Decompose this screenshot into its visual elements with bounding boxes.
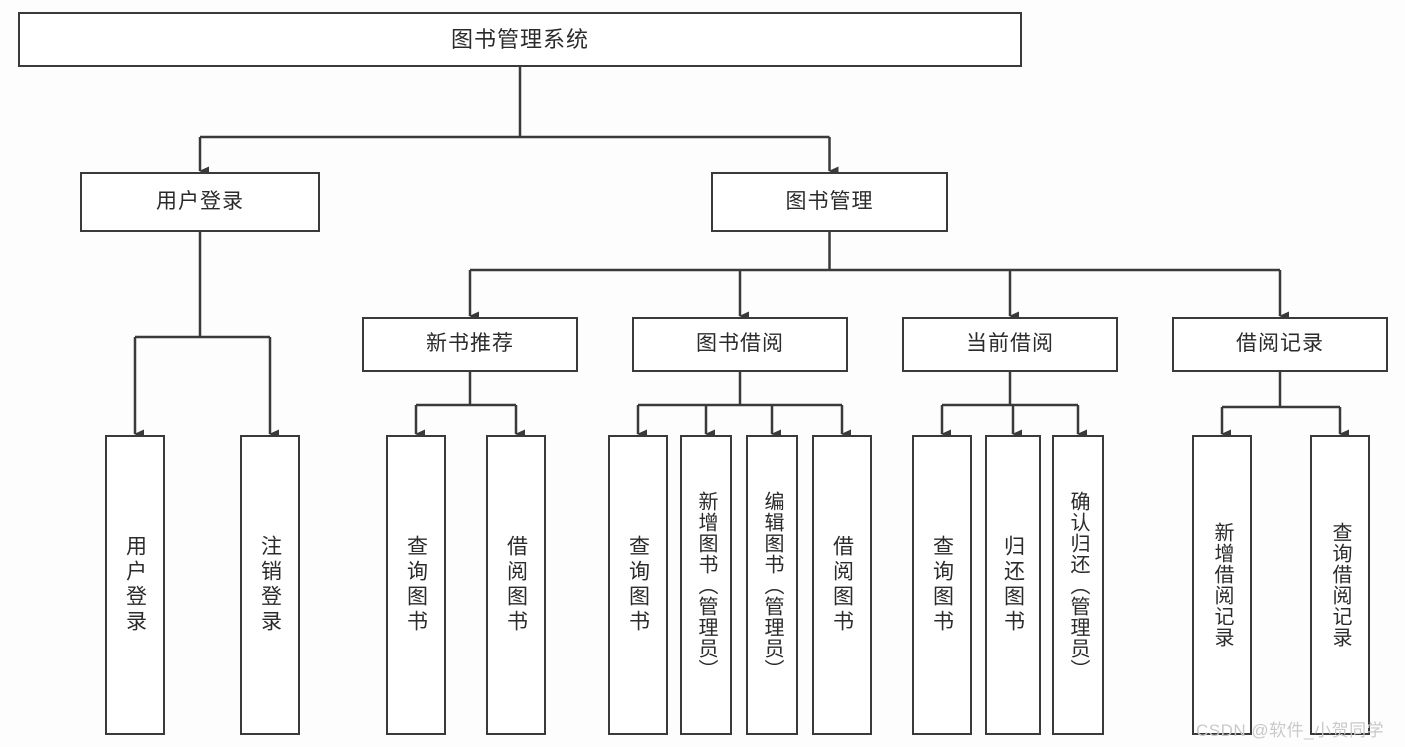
node-l1[interactable]: 用户登录 [105, 435, 165, 735]
node-label: 图书管理系统 [450, 26, 589, 52]
node-l7[interactable]: 编辑图书（管理员） [746, 435, 798, 735]
node-l8[interactable]: 借阅图书 [812, 435, 872, 735]
node-label: 用户登录 [123, 535, 147, 635]
node-borrow[interactable]: 图书借阅 [632, 317, 848, 372]
node-l6[interactable]: 新增图书（管理员） [680, 435, 732, 735]
node-label: 新增图书（管理员） [695, 490, 717, 680]
node-bookmgmt[interactable]: 图书管理 [711, 172, 948, 232]
node-l12[interactable]: 新增借阅记录 [1192, 435, 1252, 735]
node-label: 注销登录 [258, 535, 282, 635]
node-current[interactable]: 当前借阅 [902, 317, 1118, 372]
node-l11[interactable]: 确认归还（管理员） [1052, 435, 1104, 735]
csdn-watermark: CSDN @软件_小贺同学 [1196, 721, 1385, 740]
node-label: 用户登录 [156, 189, 244, 213]
node-label: 查询图书 [626, 535, 650, 635]
node-label: 借阅图书 [504, 535, 528, 635]
node-root[interactable]: 图书管理系统 [18, 12, 1022, 67]
node-l5[interactable]: 查询图书 [608, 435, 668, 735]
node-login[interactable]: 用户登录 [80, 172, 320, 232]
node-label: 查询图书 [404, 535, 428, 635]
node-label: 借阅图书 [830, 535, 854, 635]
node-label: 图书管理 [785, 189, 874, 213]
node-label: 编辑图书（管理员） [761, 490, 783, 680]
node-l3[interactable]: 查询图书 [386, 435, 446, 735]
node-label: 图书借阅 [696, 332, 784, 356]
node-label: 新增借阅记录 [1211, 522, 1233, 648]
node-label: 借阅记录 [1236, 332, 1324, 356]
node-label: 查询图书 [930, 535, 954, 635]
node-l4[interactable]: 借阅图书 [486, 435, 546, 735]
connector-lines [133, 67, 1349, 439]
node-label: 确认归还（管理员） [1067, 490, 1089, 680]
node-label: 新书推荐 [426, 332, 514, 356]
node-l13[interactable]: 查询借阅记录 [1310, 435, 1370, 735]
node-l10[interactable]: 归还图书 [985, 435, 1041, 735]
node-newbook[interactable]: 新书推荐 [362, 317, 578, 372]
node-label: 查询借阅记录 [1329, 522, 1351, 648]
node-l9[interactable]: 查询图书 [912, 435, 972, 735]
node-l2[interactable]: 注销登录 [240, 435, 300, 735]
node-label: 归还图书 [1001, 535, 1025, 635]
node-label: 当前借阅 [966, 332, 1054, 356]
node-records[interactable]: 借阅记录 [1172, 317, 1388, 372]
